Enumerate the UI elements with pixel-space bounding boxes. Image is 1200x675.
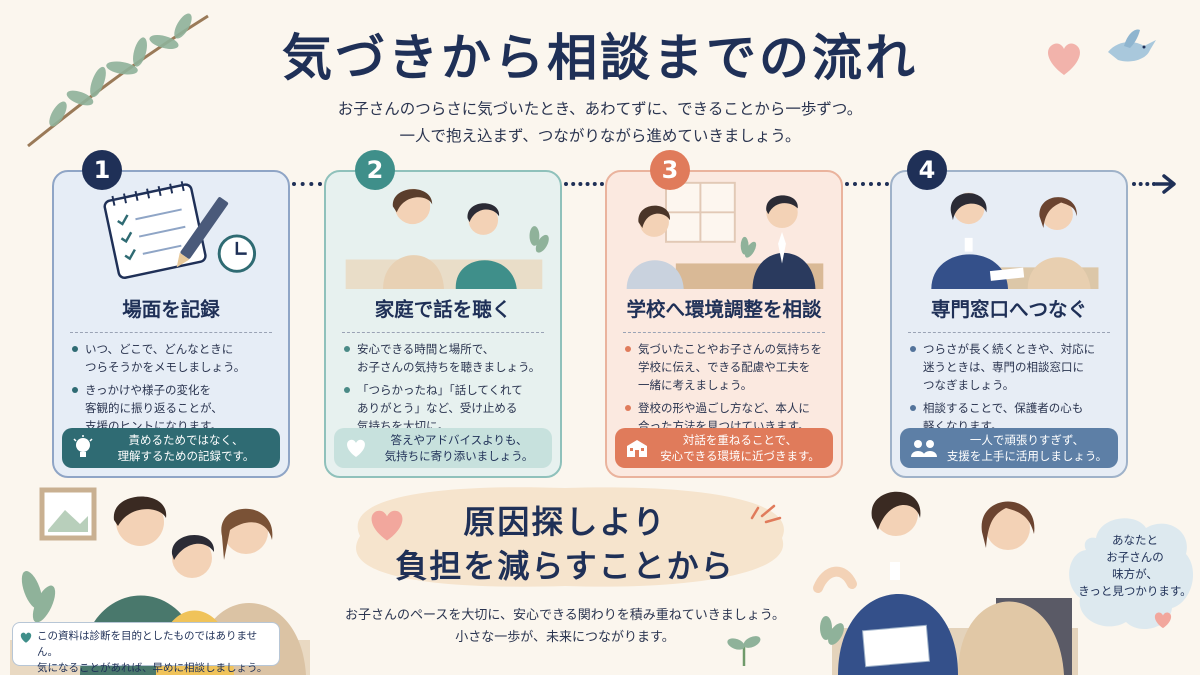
cloud-line: 味方が、 bbox=[1112, 567, 1158, 581]
school-icon bbox=[627, 440, 647, 457]
subtitle-line: 一人で抱え込まず、つながりながら進めていきましょう。 bbox=[399, 127, 801, 145]
divider bbox=[908, 332, 1110, 333]
step-number-3: 3 bbox=[650, 150, 690, 190]
sprout-icon bbox=[727, 636, 761, 666]
step-bullets: いつ、どこで、どんなときに つらそうかをメモしましょう。 きっかけや様子の変化を… bbox=[70, 340, 280, 440]
heart-icon bbox=[347, 439, 365, 457]
banner-text: 責めるためではなく、 理解するための記録です。 bbox=[117, 433, 255, 463]
step-title: 家庭で話を聴く bbox=[374, 298, 512, 321]
step-card-2: 家庭で話を聴く 安心できる時間と場所で、 お子さんの気持ちを聴きましょう。 「つ… bbox=[324, 170, 562, 478]
list-item: いつ、どこで、どんなときに つらそうかをメモしましょう。 bbox=[70, 340, 280, 376]
leaf-branch-decoration bbox=[27, 13, 209, 148]
page-title: 気づきから相談までの流れ bbox=[282, 29, 918, 87]
cloud-line: きっと見つかります。 bbox=[1078, 584, 1192, 598]
specialist-consultation-illustration bbox=[931, 192, 1099, 290]
notebook-pencil-clock-illustration bbox=[103, 181, 257, 279]
sparkle-lines-decoration bbox=[750, 504, 782, 524]
heart-icon bbox=[1048, 43, 1080, 75]
school-consultation-illustration bbox=[626, 181, 824, 290]
banner-text: 答えやアドバイスよりも、 気持ちに寄り添いましょう。 bbox=[384, 433, 534, 463]
cta-heading: 原因探しより 負担を減らすことから bbox=[330, 500, 800, 588]
arrow-right-icon bbox=[1154, 174, 1176, 194]
subtitle-line: お子さんのつらさに気づいたとき、あわてずに、できることから一歩ずつ。 bbox=[337, 100, 863, 118]
step-banner: 答えやアドバイスよりも、 気持ちに寄り添いましょう。 bbox=[334, 428, 552, 468]
speech-cloud bbox=[1069, 518, 1194, 630]
cta-background bbox=[356, 487, 784, 587]
banner-text: 一人で頑張りすぎず、 支援を上手に活用しましょう。 bbox=[946, 433, 1108, 463]
step-title: 場面を記録 bbox=[122, 298, 220, 321]
list-item: 安心できる時間と場所で、 お子さんの気持ちを聴きましょう。 bbox=[342, 340, 552, 376]
disclaimer-line: 気になることがあれば、早めに相談しましょう。 bbox=[37, 662, 268, 674]
people-icon bbox=[911, 440, 937, 457]
step-bullets: 安心できる時間と場所で、 お子さんの気持ちを聴きましょう。 「つらかったね」「話… bbox=[342, 340, 552, 440]
step-number-4: 4 bbox=[907, 150, 947, 190]
list-item: 「つらかったね」「話してくれて ありがとう」など、受け止める 気持ちを大切に。 bbox=[342, 381, 552, 435]
step-title: 専門窓口へつなぐ bbox=[930, 298, 1087, 321]
cloud-line: あなたと bbox=[1112, 533, 1158, 547]
connector-dots bbox=[564, 182, 604, 186]
cta-sub-line: お子さんのペースを大切に、安心できる関わりを積み重ねていきましょう。 bbox=[345, 608, 785, 623]
divider bbox=[623, 332, 825, 333]
step-title: 学校へ環境調整を相談 bbox=[626, 298, 822, 321]
list-item: きっかけや様子の変化を 客観的に振り返ることが、 支援のヒントになります。 bbox=[70, 381, 280, 435]
cta-subtext: お子さんのペースを大切に、安心できる関わりを積み重ねていきましょう。 小さな一歩… bbox=[330, 605, 800, 649]
banner-text: 対話を重ねることで、 安心できる環境に近づきます。 bbox=[660, 433, 820, 463]
connector-dots bbox=[292, 182, 322, 186]
step-banner: 一人で頑張りすぎず、 支援を上手に活用しましょう。 bbox=[900, 428, 1118, 468]
parent-child-talking-illustration bbox=[345, 188, 549, 290]
disclaimer-note: この資料は診断を目的としたものではありません。 気になることがあれば、早めに相談… bbox=[12, 622, 280, 674]
connector-dots bbox=[845, 182, 889, 186]
divider bbox=[342, 332, 544, 333]
disclaimer-line: この資料は診断を目的としたものではありません。 bbox=[37, 630, 258, 658]
step-banner: 対話を重ねることで、 安心できる環境に近づきます。 bbox=[615, 428, 833, 468]
step-bullets: 気づいたことやお子さんの気持ちを 学校に伝え、できる配慮や工夫を 一緒に考えまし… bbox=[623, 340, 833, 440]
step-bullets: つらさが長く続くときや、対応に 迷うときは、専門の相談窓口に つなぎましょう。 … bbox=[908, 340, 1118, 440]
bird-icon bbox=[1108, 29, 1156, 62]
heart-icon bbox=[1154, 612, 1172, 629]
cta-sub-line: 小さな一歩が、未来につながります。 bbox=[455, 630, 675, 645]
step-card-3: 学校へ環境調整を相談 気づいたことやお子さんの気持ちを 学校に伝え、できる配慮や… bbox=[605, 170, 843, 478]
page-subtitle: お子さんのつらさに気づいたとき、あわてずに、できることから一歩ずつ。 一人で抱え… bbox=[0, 96, 1200, 150]
connector-dots bbox=[1132, 182, 1156, 186]
list-item: つらさが長く続くときや、対応に 迷うときは、専門の相談窓口に つなぎましょう。 bbox=[908, 340, 1118, 394]
cta-heading-line: 負担を減らすことから bbox=[395, 547, 735, 585]
speech-cloud-text: あなたと お子さんの 味方が、 きっと見つかります。 bbox=[1075, 532, 1195, 600]
counselor-parent-illustration bbox=[813, 491, 1078, 675]
heart-icon bbox=[371, 510, 403, 541]
cta-heading-line: 原因探しより bbox=[463, 503, 667, 541]
step-card-4: 専門窓口へつなぐ つらさが長く続くときや、対応に 迷うときは、専門の相談窓口に … bbox=[890, 170, 1128, 478]
step-card-1: 場面を記録 いつ、どこで、どんなときに つらそうかをメモしましょう。 きっかけや… bbox=[52, 170, 290, 478]
step-banner: 責めるためではなく、 理解するための記録です。 bbox=[62, 428, 280, 468]
step-number-1: 1 bbox=[82, 150, 122, 190]
lightbulb-icon bbox=[73, 435, 93, 457]
step-number-2: 2 bbox=[355, 150, 395, 190]
list-item: 気づいたことやお子さんの気持ちを 学校に伝え、できる配慮や工夫を 一緒に考えまし… bbox=[623, 340, 833, 394]
divider bbox=[70, 332, 272, 333]
heart-icon bbox=[20, 632, 32, 643]
cloud-line: お子さんの bbox=[1106, 550, 1164, 564]
